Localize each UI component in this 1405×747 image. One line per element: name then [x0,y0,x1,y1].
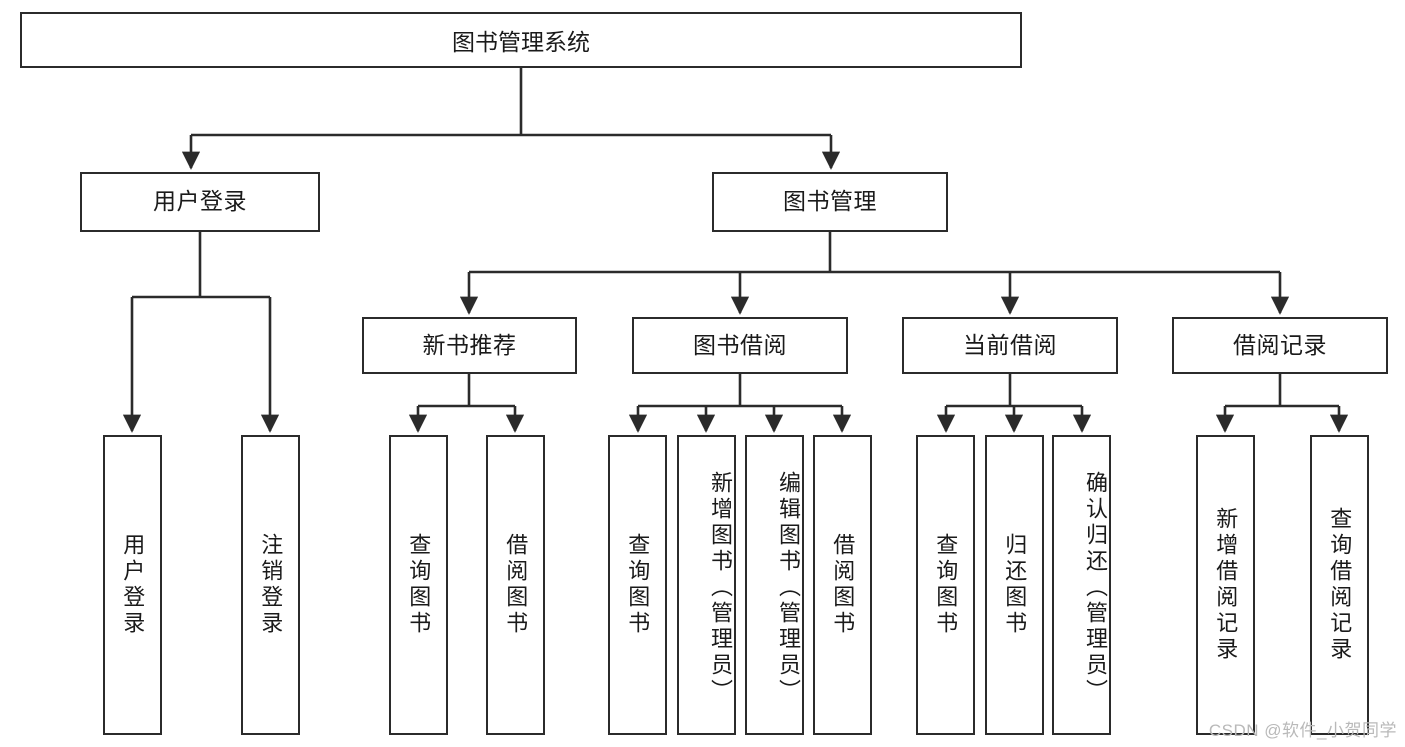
leaf-borrow-book-recommend[interactable]: 借阅图书 [486,435,545,735]
leaf-user-login[interactable]: 用户登录 [103,435,162,735]
leaf-query-book-borrow[interactable]: 查询图书 [608,435,667,735]
node-book-borrow[interactable]: 图书借阅 [632,317,848,374]
leaf-add-borrow-record[interactable]: 新增借阅记录 [1196,435,1255,735]
leaf-query-book-recommend[interactable]: 查询图书 [389,435,448,735]
node-borrow-record[interactable]: 借阅记录 [1172,317,1388,374]
node-user-login[interactable]: 用户登录 [80,172,320,232]
node-new-book-recommend[interactable]: 新书推荐 [362,317,577,374]
node-root[interactable]: 图书管理系统 [20,12,1022,68]
leaf-add-book-admin[interactable]: 新增图书（管理员） [677,435,736,735]
leaf-return-book[interactable]: 归还图书 [985,435,1044,735]
leaf-query-book-current[interactable]: 查询图书 [916,435,975,735]
csdn-watermark: CSDN @软件_小贺同学 [1208,721,1397,740]
leaf-logout[interactable]: 注销登录 [241,435,300,735]
leaf-query-borrow-record[interactable]: 查询借阅记录 [1310,435,1369,735]
leaf-edit-book-admin[interactable]: 编辑图书（管理员） [745,435,804,735]
node-current-borrow[interactable]: 当前借阅 [902,317,1118,374]
leaf-borrow-book-borrow[interactable]: 借阅图书 [813,435,872,735]
node-book-manage[interactable]: 图书管理 [712,172,948,232]
leaf-confirm-return-admin[interactable]: 确认归还（管理员） [1052,435,1111,735]
